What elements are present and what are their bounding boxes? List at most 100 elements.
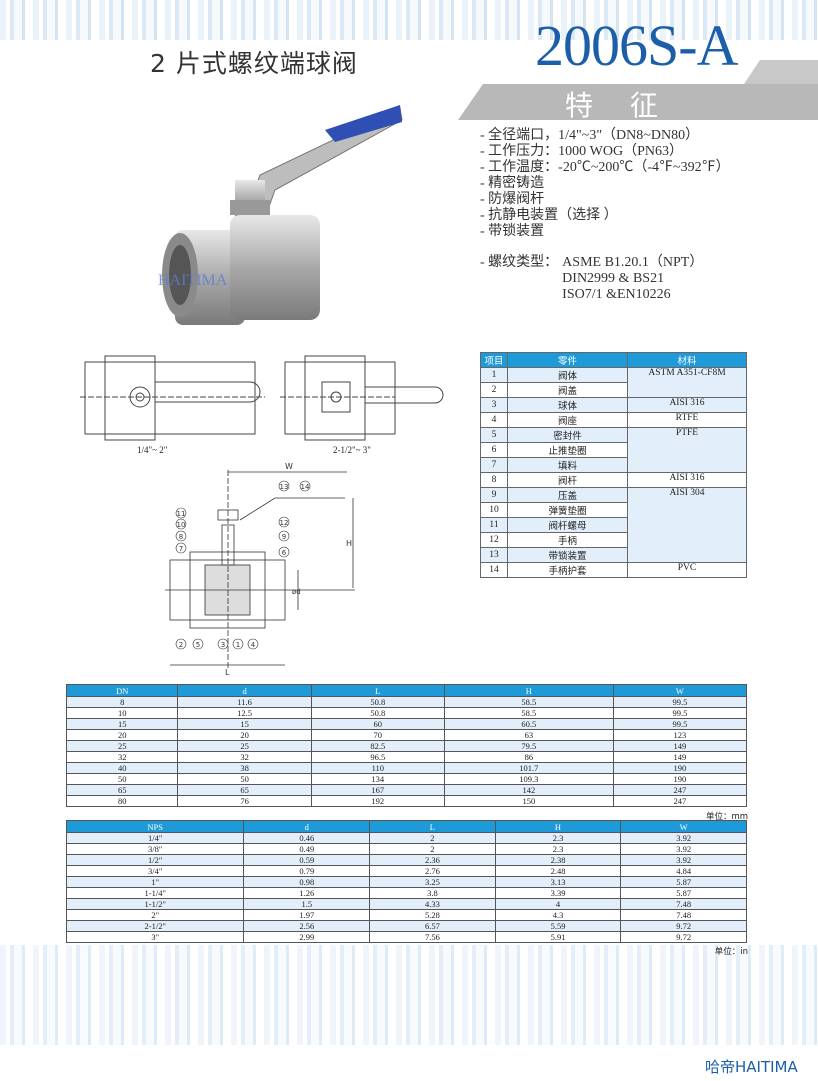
- thread-line: ISO7/1 &EN10226: [562, 287, 671, 302]
- dim-cell: 2.48: [494, 865, 622, 877]
- svg-text:7: 7: [179, 545, 183, 553]
- dim-cell: 40: [65, 762, 179, 774]
- item-number: 2: [480, 382, 508, 398]
- part-name: 带锁装置: [507, 547, 628, 563]
- svg-text:3: 3: [221, 641, 225, 649]
- dim-cell: 192: [310, 795, 445, 807]
- dim-cell: 101.7: [443, 762, 614, 774]
- dim-cell: 60: [310, 718, 445, 730]
- material: AISI 316: [627, 472, 747, 488]
- material: RTFE: [627, 412, 747, 428]
- item-number: 11: [480, 517, 508, 533]
- item-number: 8: [480, 472, 508, 488]
- dim-cell: 38: [177, 762, 312, 774]
- dim-cell: 4: [494, 898, 622, 910]
- dim-cell: 25: [177, 740, 312, 752]
- dim-cell: 20: [65, 729, 179, 741]
- dim-cell: 5.59: [494, 920, 622, 932]
- dim-header-cell: W: [612, 684, 748, 697]
- feature-item: - 精密铸造: [480, 176, 545, 191]
- feature-item: - 防爆阀杆: [480, 192, 545, 207]
- svg-text:13: 13: [280, 483, 289, 491]
- part-name: 手柄: [507, 532, 628, 548]
- dim-cell: 6.57: [369, 920, 496, 932]
- dim-cell: 15: [177, 718, 312, 730]
- dim-cell: 0.46: [243, 832, 371, 844]
- dim-header-cell: NPS: [65, 820, 245, 833]
- callout: 6: [278, 546, 290, 558]
- dim-header-cell: DN: [65, 684, 179, 697]
- svg-text:2: 2: [179, 641, 183, 649]
- part-name: 阀座: [507, 412, 628, 428]
- dim-cell: 3/8": [65, 843, 245, 855]
- svg-text:8: 8: [179, 533, 183, 541]
- item-number: 1: [480, 367, 508, 383]
- dim-cell: 0.79: [243, 865, 371, 877]
- dim-cell: 96.5: [310, 751, 445, 763]
- dim-header-cell: d: [177, 684, 312, 697]
- item-number: 9: [480, 487, 508, 503]
- dim-cell: 70: [310, 729, 445, 741]
- dim-cell: 2": [65, 909, 245, 921]
- dim-cell: 190: [612, 762, 748, 774]
- dim-header-cell: L: [310, 684, 445, 697]
- svg-text:11: 11: [177, 510, 186, 518]
- thread-label: - 螺纹类型：: [480, 255, 559, 270]
- dim-cell: 2.36: [369, 854, 496, 866]
- dim-cell: 2: [369, 832, 496, 844]
- dim-cell: 3.8: [369, 887, 496, 899]
- item-number: 13: [480, 547, 508, 563]
- dim-cell: 3.92: [620, 843, 747, 855]
- dim-header-cell: W: [620, 820, 747, 833]
- feature-list: - 全径端口，1/4"~3"（DN8~DN80） - 工作压力：1000 WOG…: [480, 128, 730, 303]
- material: ASTM A351-CF8M: [627, 367, 747, 398]
- material: AISI 316: [627, 397, 747, 413]
- section-banner: [458, 84, 818, 120]
- part-name: 阀盖: [507, 382, 628, 398]
- item-number: 7: [480, 457, 508, 473]
- dim-cell: 15: [65, 718, 179, 730]
- dim-cell: 5.91: [494, 931, 622, 943]
- dim-cell: 167: [310, 784, 445, 796]
- dim-cell: 2.38: [494, 854, 622, 866]
- dim-header-cell: H: [494, 820, 622, 833]
- part-name: 手柄护套: [507, 562, 628, 578]
- dim-cell: 58.5: [443, 707, 614, 719]
- dim-cell: 1/4": [65, 832, 245, 844]
- svg-text:14: 14: [301, 483, 310, 491]
- callout: 11: [175, 507, 187, 519]
- dim-cell: 2.3: [494, 843, 622, 855]
- dim-cell: 3.92: [620, 854, 747, 866]
- section-drawing: W H L ød 11 10 8 7 13 14 12 9 6 2 5 3 1 …: [165, 462, 355, 677]
- dim-cell: 32: [177, 751, 312, 763]
- dim-cell: 4.3: [494, 909, 622, 921]
- dim-cell: 25: [65, 740, 179, 752]
- dim-cell: 4.33: [369, 898, 496, 910]
- bottom-decoration: [0, 945, 818, 1045]
- callout: 8: [175, 530, 187, 542]
- unit-label-in: 单位：in: [714, 947, 748, 957]
- dim-header-cell: H: [443, 684, 614, 697]
- item-number: 6: [480, 442, 508, 458]
- section-title: 特 征: [565, 89, 672, 122]
- svg-text:1: 1: [236, 641, 240, 649]
- dim-cell: 0.49: [243, 843, 371, 855]
- dim-cell: 4.84: [620, 865, 747, 877]
- dim-cell: 8: [65, 696, 179, 708]
- dim-cell: 63: [443, 729, 614, 741]
- dim-cell: 50: [177, 773, 312, 785]
